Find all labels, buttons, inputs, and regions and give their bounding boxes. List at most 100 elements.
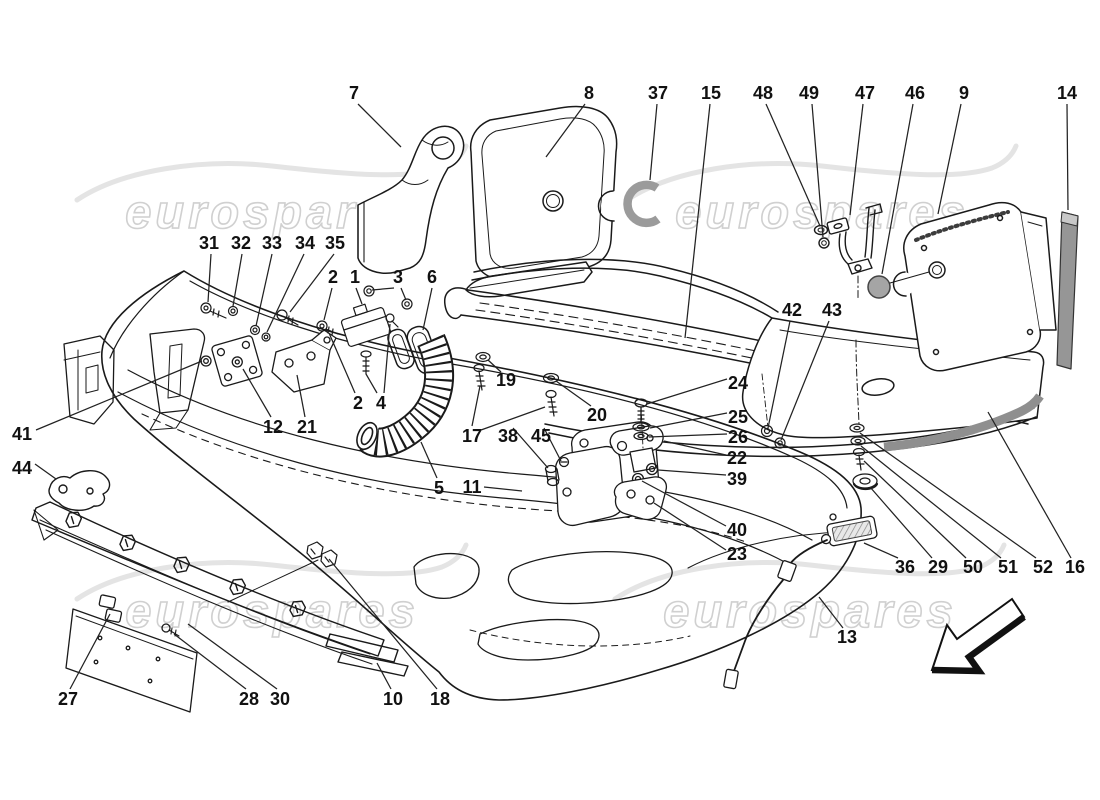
leader-line-3 — [400, 287, 407, 301]
part-label-27: 27 — [58, 689, 78, 709]
part-label-37: 37 — [648, 83, 668, 103]
leader-line-38 — [512, 427, 549, 469]
leader-line-24 — [646, 378, 728, 405]
leader-line-19 — [487, 359, 502, 373]
part-label-45: 45 — [531, 426, 551, 446]
part-label-2: 2 — [353, 393, 363, 413]
fixings-29-50-51-52 — [849, 423, 879, 491]
c-clip-37 — [623, 180, 661, 228]
direction-arrow-icon — [930, 597, 1026, 675]
drawing-layer — [31, 105, 1079, 713]
leader-line-10 — [376, 662, 392, 690]
part-label-39: 39 — [727, 469, 747, 489]
plug-46 — [867, 261, 946, 299]
front-grille-10 — [31, 501, 409, 677]
leader-line-52 — [859, 432, 1037, 559]
part-label-6: 6 — [427, 267, 437, 287]
leader-line-12 — [242, 368, 272, 418]
part-label-10: 10 — [383, 689, 403, 709]
leader-line-48 — [765, 103, 821, 227]
watermark-swoosh — [624, 143, 1019, 203]
part-label-1: 1 — [350, 267, 360, 287]
leader-line-4 — [383, 323, 391, 394]
part-label-22: 22 — [727, 448, 747, 468]
leader-line-36 — [863, 542, 899, 559]
leader-line-2 — [328, 332, 356, 394]
part-label-30: 30 — [270, 689, 290, 709]
leader-line-28 — [173, 633, 247, 690]
gasket-strip-16 — [883, 393, 1044, 452]
part-label-8: 8 — [584, 83, 594, 103]
leader-line-30 — [187, 623, 278, 690]
leader-line-29 — [869, 486, 933, 559]
fixings-17-19-20 — [473, 351, 560, 417]
part-label-21: 21 — [297, 417, 317, 437]
leader-line-7 — [357, 103, 402, 148]
part-label-49: 49 — [799, 83, 819, 103]
bumper-vent-lower — [477, 618, 600, 661]
leader-line-21 — [296, 374, 306, 418]
tow-hook-44 — [48, 470, 111, 511]
part-label-25: 25 — [728, 407, 748, 427]
leader-line-43 — [780, 320, 830, 441]
watermark: eurospares — [74, 542, 469, 638]
leader-line-11 — [483, 486, 523, 492]
bracket-21 — [271, 329, 337, 393]
leader-line-5 — [420, 441, 438, 479]
part-label-31: 31 — [199, 233, 219, 253]
leader-line-1 — [355, 287, 363, 305]
panel-9 — [867, 201, 1057, 372]
part-label-42: 42 — [782, 300, 802, 320]
leader-line-33 — [255, 253, 273, 327]
leader-line-14 — [1066, 103, 1069, 211]
leader-line-9 — [937, 103, 962, 215]
air-hose-5 — [356, 333, 455, 458]
centre-brackets — [544, 398, 668, 527]
part-label-29: 29 — [928, 557, 948, 577]
part-label-41: 41 — [12, 424, 32, 444]
part-label-15: 15 — [701, 83, 721, 103]
part-label-2: 2 — [328, 267, 338, 287]
air-duct-7 — [357, 125, 465, 274]
part-label-11: 11 — [462, 477, 481, 497]
leader-line-2 — [323, 287, 333, 321]
part-label-28: 28 — [239, 689, 259, 709]
leader-line-35 — [289, 253, 335, 313]
leader-line-4 — [365, 373, 378, 394]
part-label-16: 16 — [1065, 557, 1085, 577]
leader-line-17 — [480, 406, 546, 431]
part-label-52: 52 — [1033, 557, 1053, 577]
part-label-9: 9 — [959, 83, 969, 103]
u-bracket-47 — [813, 203, 883, 425]
leader-line-44 — [34, 463, 57, 480]
leader-line-17 — [471, 385, 481, 427]
leader-line-18 — [328, 558, 438, 690]
plate-12 — [211, 335, 263, 387]
leader-line-42 — [767, 320, 791, 429]
leader-line-49 — [811, 103, 824, 238]
part-label-50: 50 — [963, 557, 983, 577]
nut-41 — [200, 355, 212, 367]
watermark-swoosh — [612, 542, 1007, 602]
bumper-vent-left — [413, 552, 480, 600]
bracket-1-fixings — [316, 285, 413, 375]
part-label-12: 12 — [263, 417, 283, 437]
part-label-40: 40 — [727, 520, 747, 540]
leader-line-50 — [863, 460, 967, 559]
leader-line-3 — [371, 287, 395, 291]
watermark-swoosh — [74, 542, 469, 602]
leader-line-32 — [232, 253, 243, 307]
retaining-clips-18 — [227, 541, 338, 603]
part-label-35: 35 — [325, 233, 345, 253]
watermark-text: eurospares — [663, 584, 956, 637]
leader-line-8 — [545, 103, 586, 158]
leader-line-13 — [818, 596, 844, 629]
leader-line-37 — [649, 103, 658, 181]
part-label-23: 23 — [727, 544, 747, 564]
bumper-shell — [101, 270, 862, 701]
part-label-14: 14 — [1057, 83, 1077, 103]
leader-line-51 — [860, 445, 1002, 559]
